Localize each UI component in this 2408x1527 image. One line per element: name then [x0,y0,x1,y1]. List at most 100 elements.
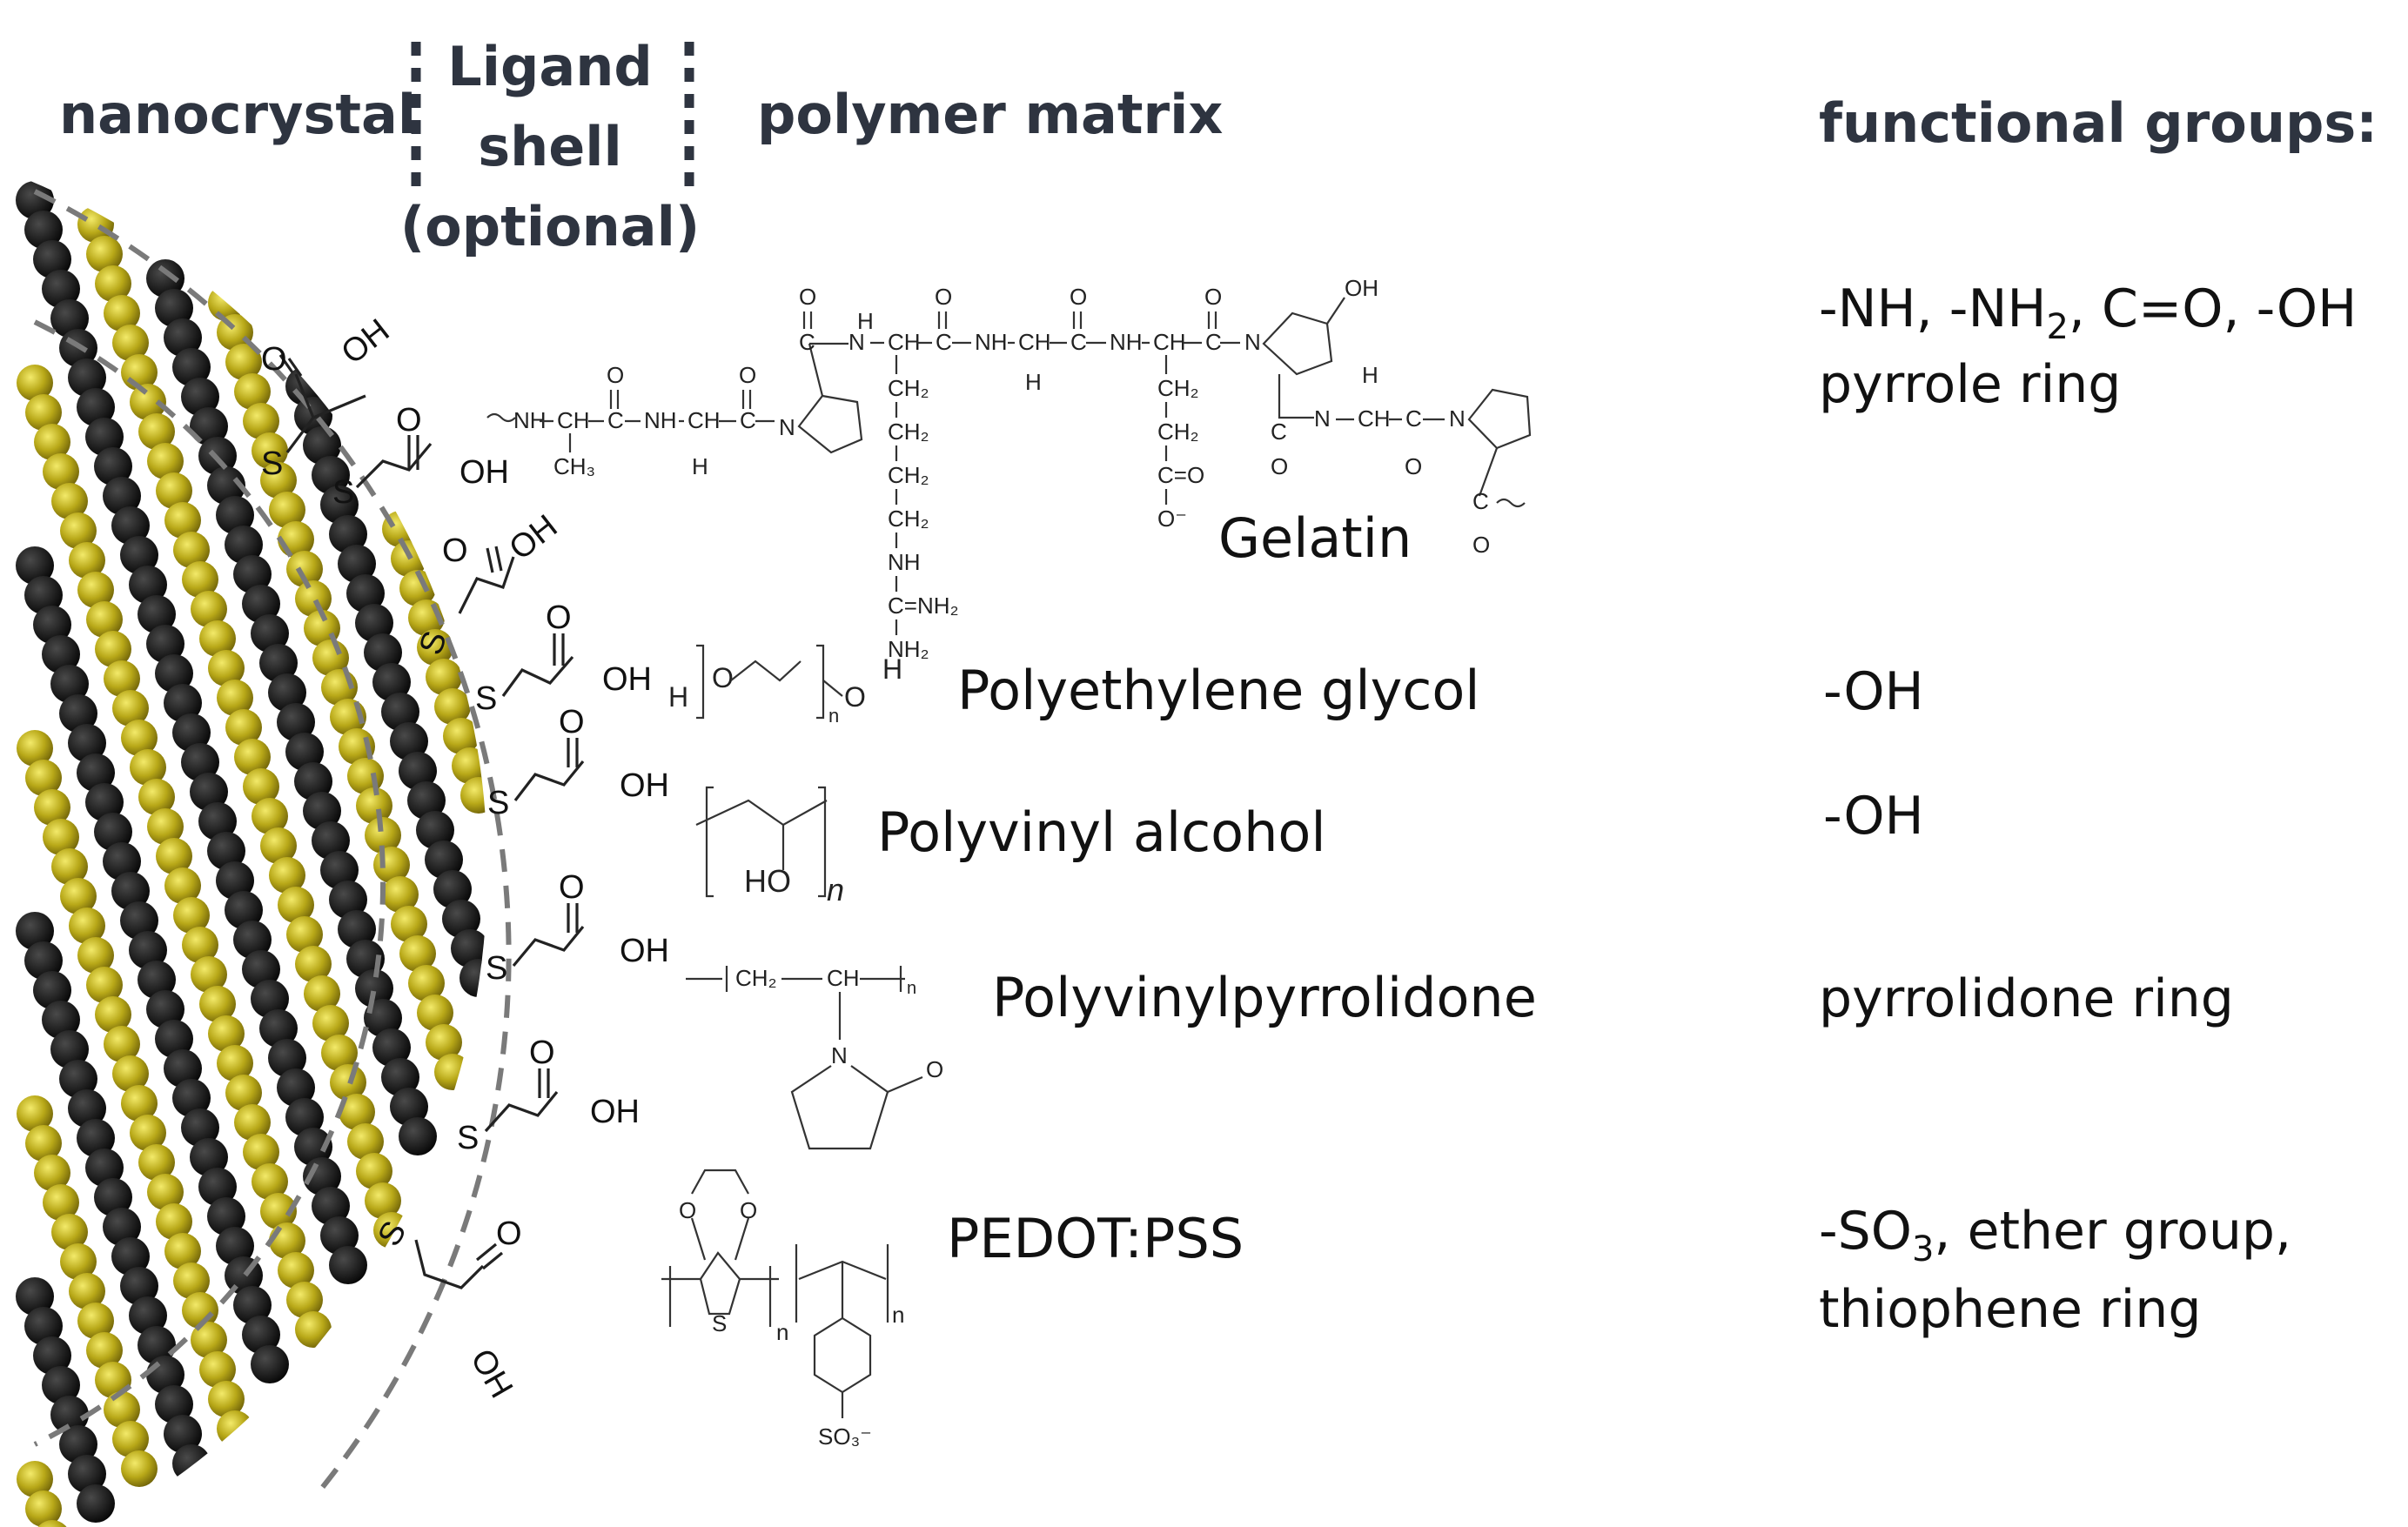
dark-atom [320,486,359,524]
pva-structure: HO n [695,786,844,907]
gelatin-atom: O [935,284,952,310]
dark-atom [85,783,124,821]
gold-atom [156,1203,192,1240]
gold-atom [164,1233,201,1269]
gelatin-atom: CH₂ [888,375,929,401]
dark-atom [120,536,158,574]
dark-atom [24,1307,63,1345]
gold-atom [234,373,271,410]
dark-atom [164,318,202,357]
dark-atom [399,1117,437,1155]
pva-atom: HO [744,863,791,899]
ligand-carbonyl-o: O [261,341,287,378]
gold-atom [164,502,201,539]
gold-atom [69,1273,105,1309]
dark-atom [268,1039,306,1077]
gold-atom [243,403,279,439]
gelatin-atom: N [849,329,865,355]
groups-gelatin-line2: pyrrole ring [1819,354,2121,415]
gelatin-atom: CH [1018,329,1051,355]
dark-atom [164,1049,202,1088]
header-polymer-matrix: polymer matrix [757,83,1223,146]
dark-atom [190,773,228,811]
dark-atom [390,722,428,760]
dark-atom [146,259,184,298]
dark-atom [85,1149,124,1187]
ligand-sulfur: S [332,474,354,511]
gold-atom [286,551,323,587]
pvp-atom: O [926,1056,943,1082]
gold-atom [77,1303,114,1339]
dark-atom [242,1316,280,1354]
ligand-carbonyl-o: O [559,869,585,906]
gold-atom [121,1450,158,1487]
ligand-hydroxyl: OH [463,1343,520,1404]
dark-atom [285,1098,324,1136]
gelatin-atom: O⁻ [1157,506,1187,532]
dark-atom [103,477,141,515]
dark-atom [24,941,63,980]
dark-atom [372,663,411,701]
groups-gelatin-line1: -NH, -NH2, C=O, -OH [1819,278,2357,347]
gelatin-atom: H [1025,369,1042,395]
gold-atom [217,1045,253,1082]
groups-pedot-part-b: , ether group, [1934,1201,2291,1262]
dark-atom [442,900,480,938]
gold-atom [182,561,218,598]
gold-atom [234,1104,271,1141]
gold-atom [365,1182,401,1219]
gelatin-structure: NH CH CH₃ C O NH CH H C O N C O N H CH C… [486,275,1532,662]
gold-atom [147,1174,184,1210]
dark-atom [33,1336,71,1375]
pedot-atom: O [740,1197,757,1223]
gelatin-atom: CH₂ [888,419,929,445]
dark-atom [181,1108,219,1147]
ligand-6: S O OH [486,869,669,987]
dark-atom [33,971,71,1009]
dark-atom [216,496,254,534]
dark-atom [233,921,272,959]
dark-atom [94,813,132,851]
dark-atom [77,388,115,426]
dark-atom [242,585,280,623]
gelatin-atom: N [1244,329,1261,355]
ligand-hydroxyl: OH [459,454,509,491]
gold-atom [208,650,245,686]
gold-atom [173,1262,210,1299]
dark-atom [24,211,63,249]
ligand-shell-inner-boundary [33,319,386,1447]
dark-atom [42,270,80,308]
dark-atom [303,792,341,830]
gelatin-atom: CH₂ [888,462,929,488]
peg-structure: H O n O H [668,644,902,727]
peg-atom: H [668,681,688,713]
gold-atom [434,688,471,725]
gold-atom [130,749,166,786]
gelatin-atom: N [1449,405,1466,432]
gold-atom [156,472,192,509]
dark-atom [111,1237,150,1276]
dark-atom [50,1396,89,1434]
ligand-7: S O OH [457,1035,640,1156]
gelatin-atom: CH [1358,405,1391,432]
header-ligand-line3: (optional) [400,195,700,258]
dark-atom [59,1060,97,1098]
dark-atom [138,595,176,633]
gold-atom [225,709,262,746]
dark-atom [181,743,219,781]
gelatin-atom: C [799,329,815,355]
dark-atom [320,851,359,889]
gold-atom [25,394,62,431]
ligand-carbonyl-o: O [396,402,422,439]
gold-atom [347,1123,384,1160]
gold-atom [112,325,149,361]
gold-atom [426,659,462,695]
ligand-sulfur: S [457,1120,479,1156]
gold-atom [25,1490,62,1527]
gelatin-atom: O [1472,532,1490,558]
gelatin-atom: NH₂ [888,636,929,662]
groups-pedot-pss-line2: thiophene ring [1819,1279,2201,1340]
gold-atom [104,295,140,332]
gelatin-atom: CH₂ [1157,375,1199,401]
